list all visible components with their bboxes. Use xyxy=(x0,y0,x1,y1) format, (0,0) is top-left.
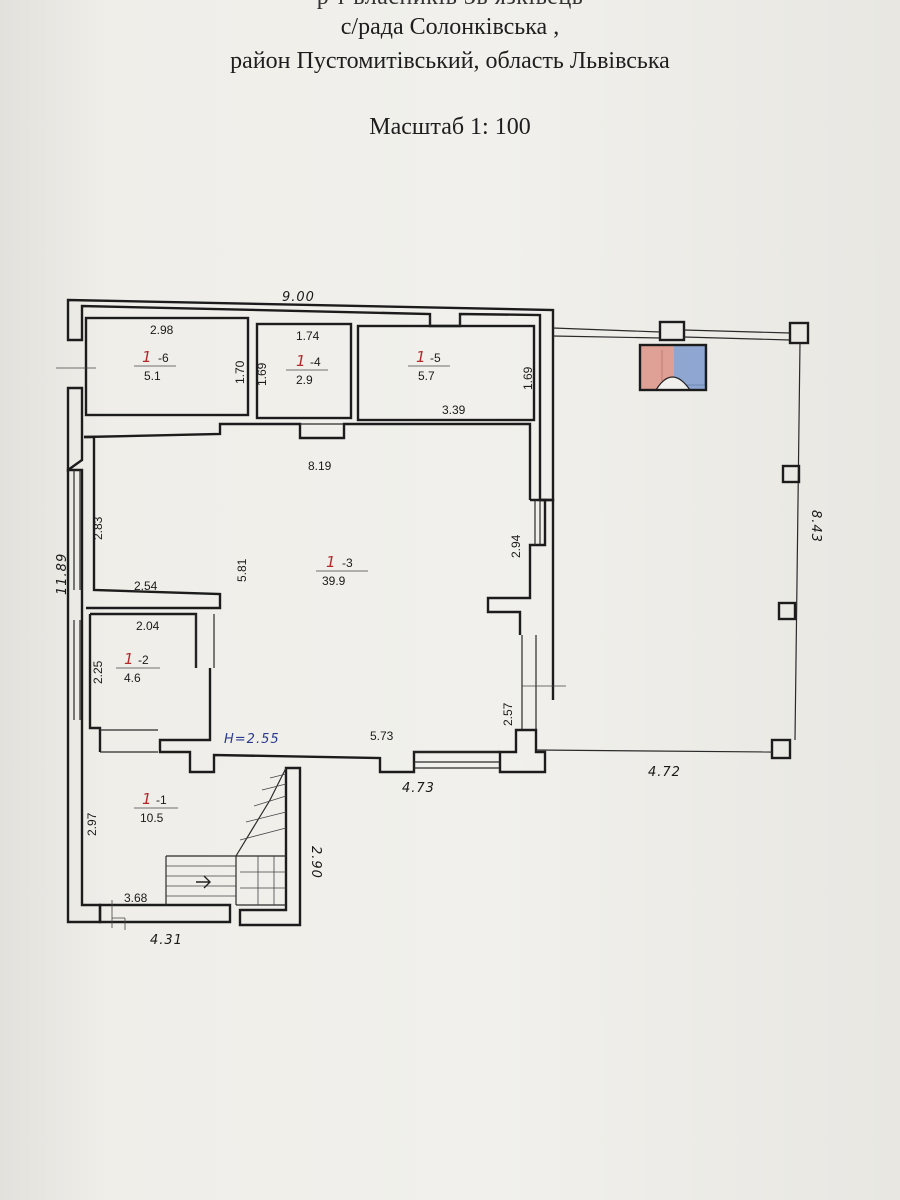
dim-wall-mid: 4.73 xyxy=(402,781,435,796)
room-1-3-number: 1 xyxy=(326,553,336,571)
room-1-2-area: 4.6 xyxy=(124,671,141,685)
dim-2-90: 2.90 xyxy=(308,846,323,879)
room-1-3-area: 39.9 xyxy=(322,574,346,588)
terrace xyxy=(535,320,810,760)
dim-top-width: 9.00 xyxy=(282,290,315,305)
room-1-6-area: 5.1 xyxy=(144,369,161,383)
room-1-4-number: 1 xyxy=(296,352,306,370)
header-village-council: с/рада Солонківська , xyxy=(340,14,560,40)
room-1-5: 3.39 1.69 1 -5 5.7 xyxy=(408,348,535,417)
room-1-2-number: 1 xyxy=(124,650,134,668)
dim-2-54: 2.54 xyxy=(134,579,158,593)
room-1-3-suffix: -3 xyxy=(342,556,353,570)
dim-terrace-height: 8.43 xyxy=(808,510,823,543)
room-1-2: 2.04 2.25 1 -2 4.6 xyxy=(91,619,160,685)
room-1-1-width: 3.68 xyxy=(124,891,148,905)
room-1-5-number: 1 xyxy=(416,348,426,366)
room-1-4-depth: 1.69 xyxy=(255,362,269,386)
room-1-3: 8.19 5.81 1 -3 39.9 xyxy=(235,459,368,588)
room-1-3-width: 8.19 xyxy=(308,459,332,473)
room-1-6-number: 1 xyxy=(142,348,152,366)
dim-terrace-width: 4.72 xyxy=(648,765,681,780)
room-1-1: 3.68 2.97 1 -1 10.5 xyxy=(85,790,178,905)
room-1-5-depth: 1.69 xyxy=(521,366,535,390)
room-1-4-area: 2.9 xyxy=(296,373,313,387)
window-left-upper xyxy=(73,470,81,590)
header-cut-line: р т власників Зв язківець xyxy=(0,0,900,11)
room-1-6-depth: 1.70 xyxy=(233,360,247,384)
room-1-4-width: 1.74 xyxy=(296,329,320,343)
dim-2-94: 2.94 xyxy=(509,534,523,558)
header-district-region: район Пустомитівський, область Львівська xyxy=(230,48,670,74)
room-1-5-area: 5.7 xyxy=(418,369,435,383)
stair-direction-arrow xyxy=(196,875,211,889)
room-1-4-outline xyxy=(255,322,353,420)
outer-walls xyxy=(66,298,555,927)
room-1-3-depth: 5.81 xyxy=(235,558,249,582)
door-1-1 xyxy=(100,729,158,753)
staircase xyxy=(165,767,287,906)
stove-blue-part xyxy=(674,345,706,390)
dim-5-73: 5.73 xyxy=(370,729,394,743)
room-1-2-suffix: -2 xyxy=(138,653,149,667)
door-1-2 xyxy=(195,614,215,668)
room-1-6-width: 2.98 xyxy=(150,323,174,337)
room-1-5-width: 3.39 xyxy=(442,403,466,417)
door-terrace xyxy=(521,635,537,730)
window-bottom xyxy=(414,751,500,769)
room-1-4-suffix: -4 xyxy=(310,355,321,369)
window-left-lower xyxy=(73,620,81,720)
room-1-6-outline xyxy=(84,316,250,417)
ceiling-height-note: H=2.55 xyxy=(224,732,280,747)
dim-bottom-width: 4.31 xyxy=(150,933,183,948)
room-1-2-depth: 2.25 xyxy=(91,660,105,684)
room-1-1-area: 10.5 xyxy=(140,811,164,825)
room-1-5-suffix: -5 xyxy=(430,351,441,365)
room-1-6-suffix: -6 xyxy=(158,351,169,365)
room-1-1-number: 1 xyxy=(142,790,152,808)
room-1-1-suffix: -1 xyxy=(156,793,167,807)
dim-left-height: 11.89 xyxy=(55,553,70,595)
room-1-4: 1.74 1.69 1 -4 2.9 xyxy=(255,329,328,387)
room-1-1-depth: 2.97 xyxy=(85,812,99,836)
header-scale: Масштаб 1: 100 xyxy=(369,114,531,140)
window-right-upper xyxy=(534,500,541,545)
room-1-2-width: 2.04 xyxy=(136,619,160,633)
dim-2-57: 2.57 xyxy=(501,702,515,726)
dim-2-83: 2.83 xyxy=(91,516,105,540)
room-1-5-outline xyxy=(356,324,536,422)
room-1-6: 2.98 1.70 1 -6 5.1 xyxy=(134,323,247,384)
